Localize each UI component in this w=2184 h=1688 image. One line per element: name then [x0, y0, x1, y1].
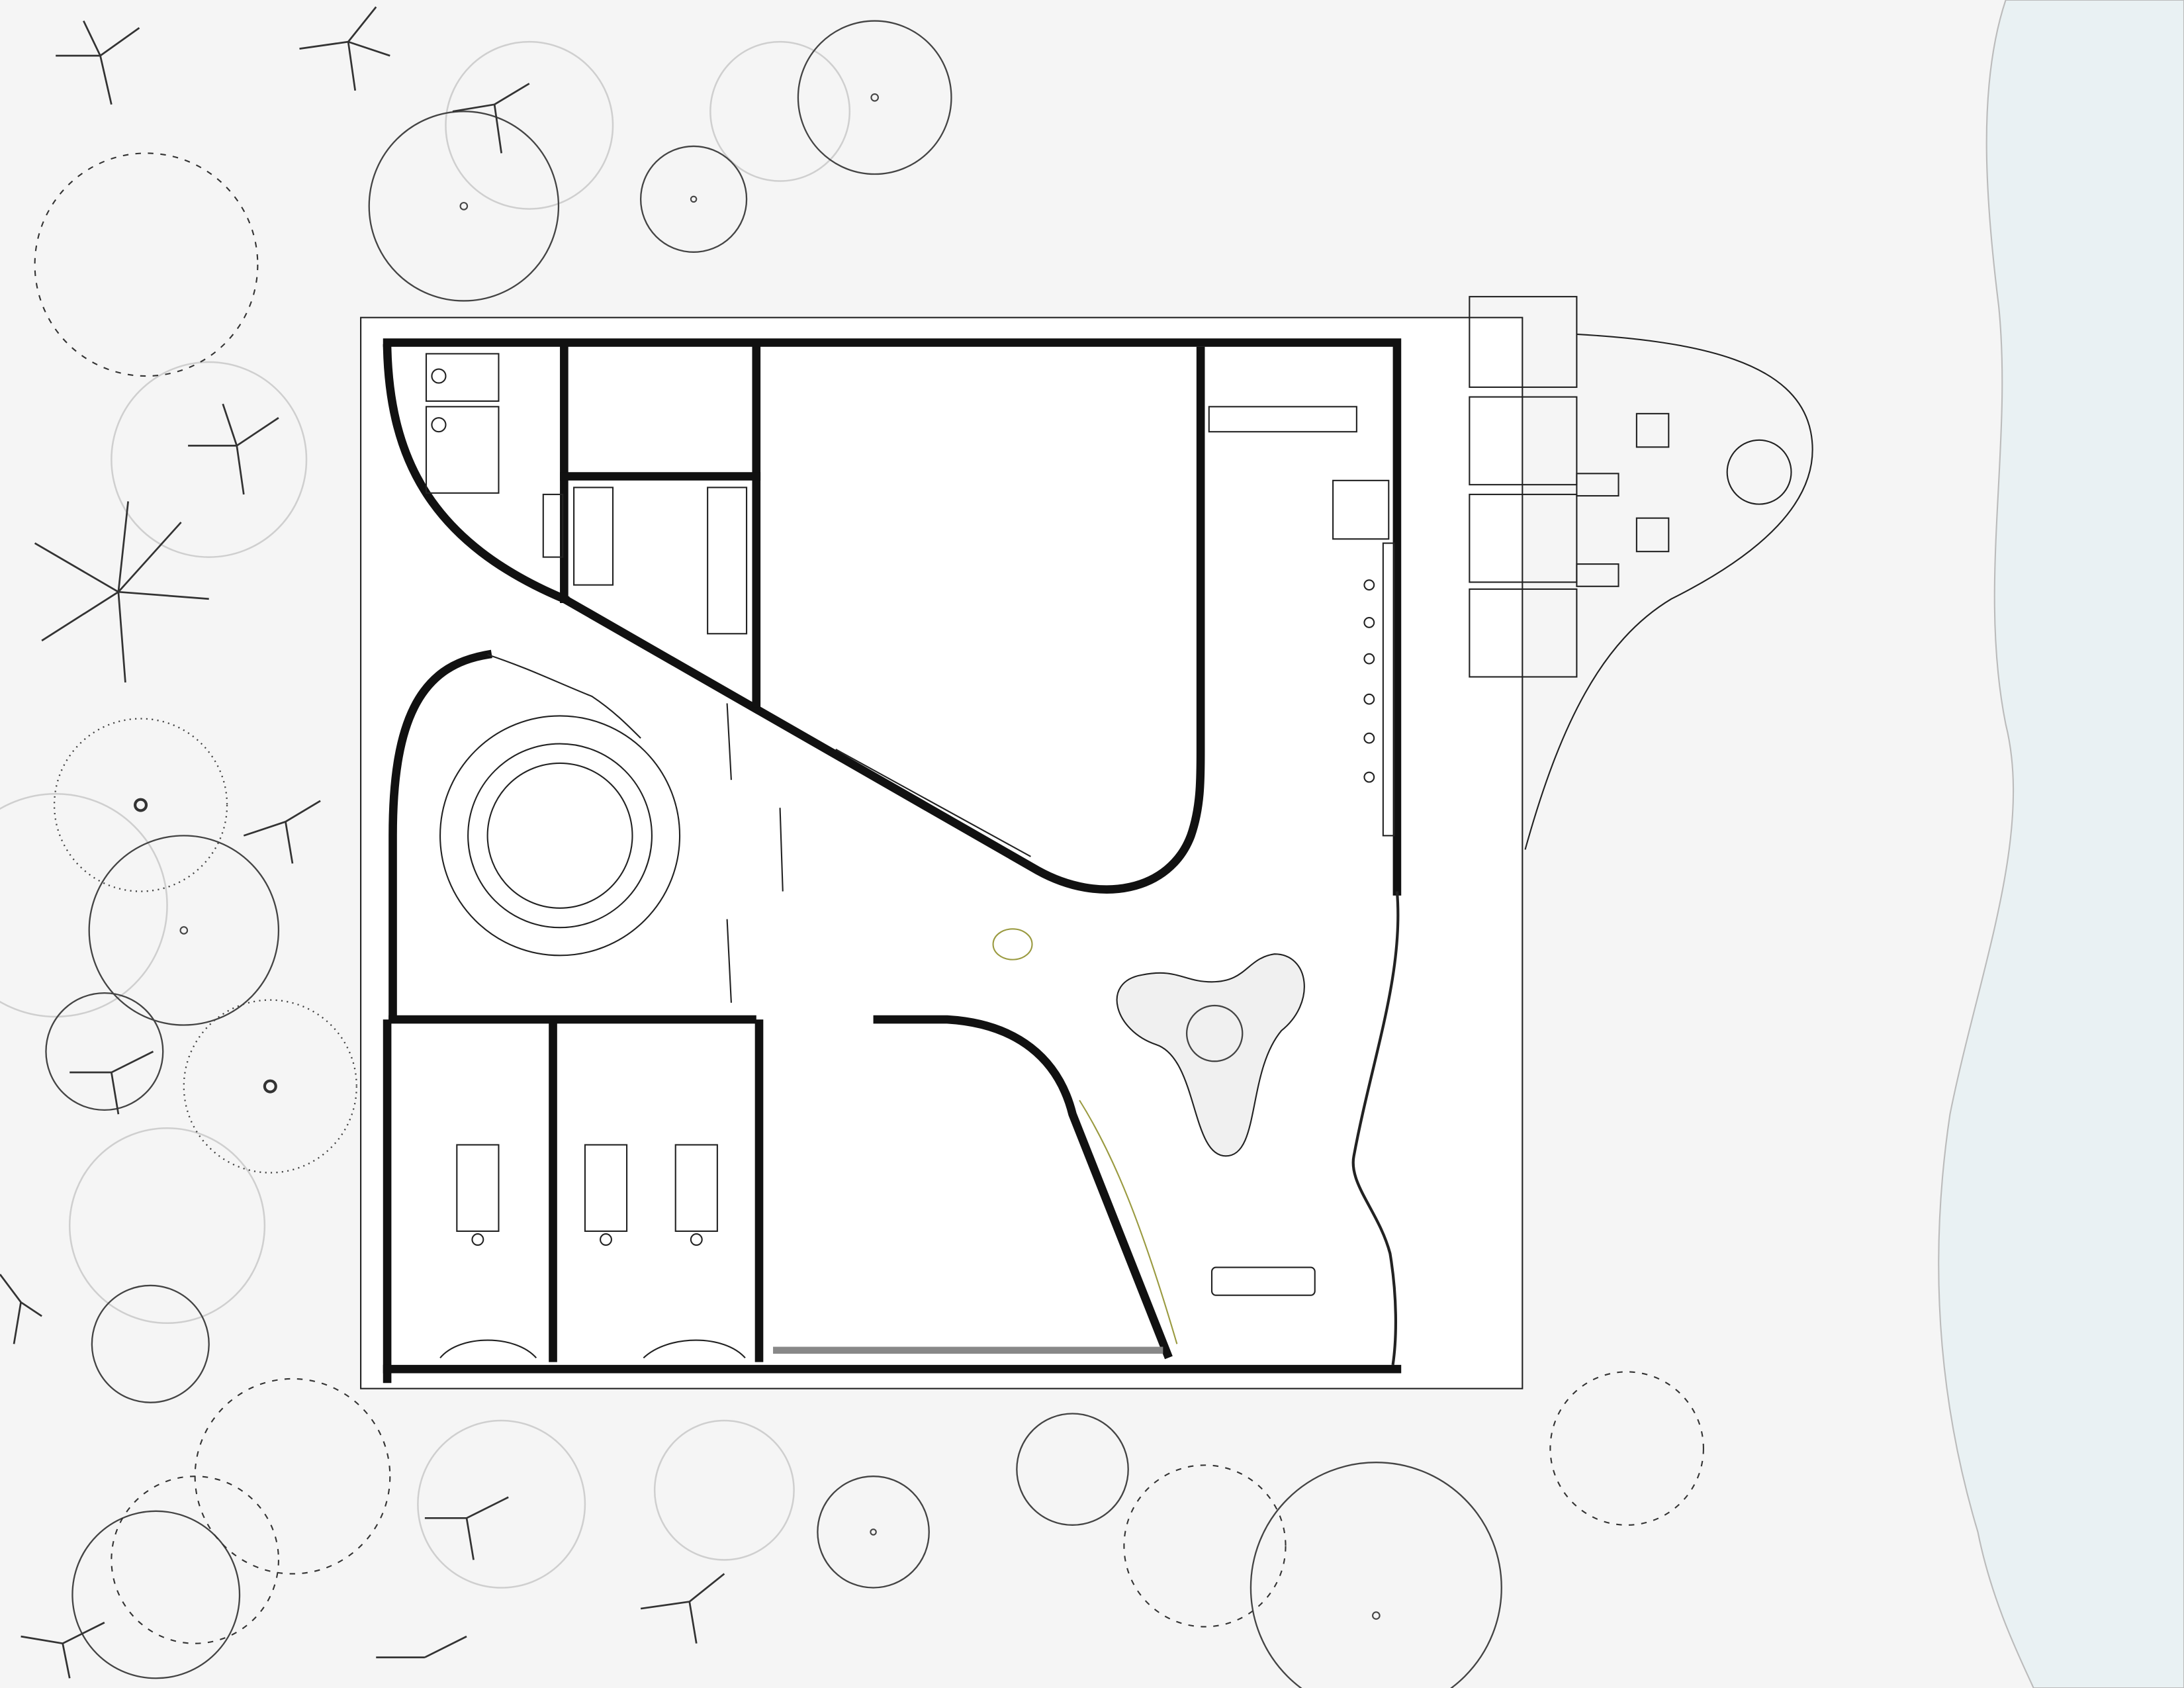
background-trees [0, 40, 851, 1589]
bench [1210, 1266, 1316, 1296]
cabana [1469, 296, 1578, 678]
building [360, 316, 1524, 1389]
spa-pool-jets [1363, 579, 1375, 783]
shrub-icon [34, 152, 1704, 1644]
sink-icon [542, 487, 748, 635]
building-slab [360, 316, 1524, 1389]
planter [1116, 953, 1305, 1157]
tree-icon [45, 20, 1502, 1688]
sun-lounger-icon [1576, 412, 1670, 587]
massage-table-icon [439, 1144, 746, 1359]
walls [383, 338, 1402, 1383]
palm-icon [0, 6, 725, 1679]
toilet-icon [425, 353, 500, 494]
terrace [1469, 296, 1813, 850]
interior-details [425, 353, 1395, 1359]
water-body [1938, 0, 2184, 1688]
